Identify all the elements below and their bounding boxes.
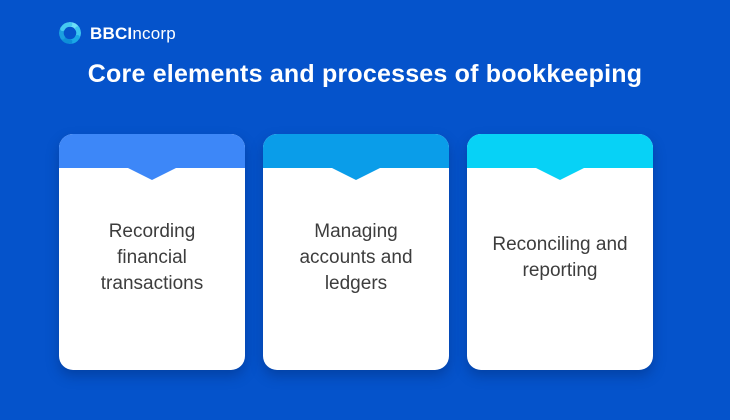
bbcincorp-swirl-icon bbox=[56, 19, 84, 47]
brand-name-bold: BBCI bbox=[90, 23, 133, 43]
card-body: Recording financial transactions bbox=[59, 168, 245, 370]
card-reconciling-and-reporting: Reconciling and reporting bbox=[467, 134, 653, 370]
card-label: Reconciling and reporting bbox=[492, 233, 628, 281]
card-label: Managing accounts and ledgers bbox=[299, 220, 413, 295]
card-body: Reconciling and reporting bbox=[467, 168, 653, 370]
card-header-band bbox=[467, 134, 653, 180]
card-managing-accounts-and-ledgers: Managing accounts and ledgers bbox=[263, 134, 449, 370]
brand-name-regular: ncorp bbox=[132, 23, 176, 43]
card-header-band bbox=[59, 134, 245, 180]
card-label: Recording financial transactions bbox=[100, 220, 204, 295]
cards-row: Recording financial transactions Managin… bbox=[59, 134, 653, 370]
brand-logo: BBCIncorp bbox=[56, 19, 176, 47]
card-header-band bbox=[263, 134, 449, 180]
card-body: Managing accounts and ledgers bbox=[263, 168, 449, 370]
card-recording-financial-transactions: Recording financial transactions bbox=[59, 134, 245, 370]
brand-name: BBCIncorp bbox=[90, 25, 176, 42]
page-title: Core elements and processes of bookkeepi… bbox=[87, 60, 643, 88]
